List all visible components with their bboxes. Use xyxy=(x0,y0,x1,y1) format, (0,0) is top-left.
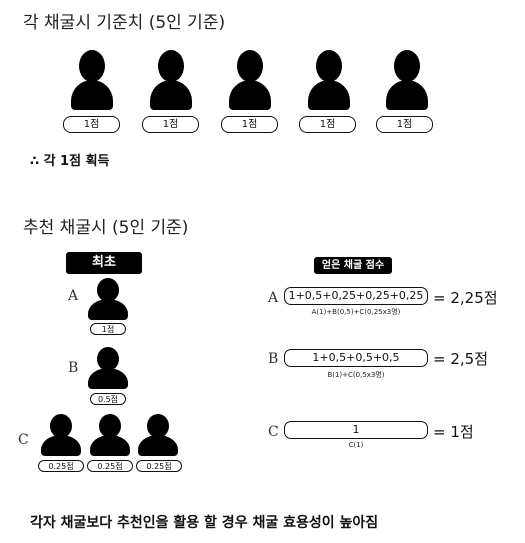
person-icon xyxy=(88,347,128,389)
row-letter: B xyxy=(68,360,79,376)
score-result: = 2,5점 xyxy=(433,350,488,368)
score-expression: 1+0,5+0,25+0,25+0,25 xyxy=(284,287,428,305)
score-expression: 1 xyxy=(284,421,428,439)
first-label: 최초 xyxy=(66,252,142,274)
person-icon xyxy=(150,50,194,110)
score-badge: 1점 xyxy=(90,323,126,335)
score-formula: A(1)+B(0,5)+C(0,25x3명) xyxy=(311,308,401,316)
row-letter: A xyxy=(268,290,279,306)
row-letter: A xyxy=(68,288,79,304)
person-icon xyxy=(229,50,273,110)
score-badge: 1점 xyxy=(63,116,120,133)
row-letter: C xyxy=(18,432,29,448)
score-badge: 0.5점 xyxy=(90,393,126,405)
person-icon xyxy=(88,278,128,320)
row-letter: B xyxy=(268,351,279,367)
person-icon xyxy=(71,50,115,110)
score-formula: B(1)+C(0,5x3명) xyxy=(327,371,385,379)
conclusion-text: ∴ 각 1점 획득 xyxy=(30,154,110,169)
score-badge: 1점 xyxy=(221,116,278,133)
person-icon xyxy=(386,50,430,110)
score-badge: 1점 xyxy=(142,116,199,133)
section2-title: 추천 채굴시 (5인 기준) xyxy=(23,218,189,238)
score-formula: C(1) xyxy=(348,441,364,449)
score-result: = 1점 xyxy=(433,423,474,441)
score-badge: 1점 xyxy=(376,116,433,133)
row-letter: C xyxy=(268,424,279,440)
score-result: = 2,25점 xyxy=(433,289,498,307)
person-icon xyxy=(90,414,130,456)
person-icon xyxy=(41,414,81,456)
score-badge: 0.25점 xyxy=(87,460,133,472)
score-badge: 1점 xyxy=(299,116,356,133)
section1-title: 각 채굴시 기준치 (5인 기준) xyxy=(23,13,226,33)
footer-text: 각자 채굴보다 추천인을 활용 할 경우 채굴 효용성이 높아짐 xyxy=(30,515,379,531)
person-icon xyxy=(138,414,178,456)
score-header: 얻은 채굴 점수 xyxy=(314,257,392,274)
person-icon xyxy=(308,50,352,110)
score-badge: 0.25점 xyxy=(38,460,84,472)
score-badge: 0.25점 xyxy=(136,460,182,472)
score-expression: 1+0,5+0,5+0,5 xyxy=(284,349,428,367)
